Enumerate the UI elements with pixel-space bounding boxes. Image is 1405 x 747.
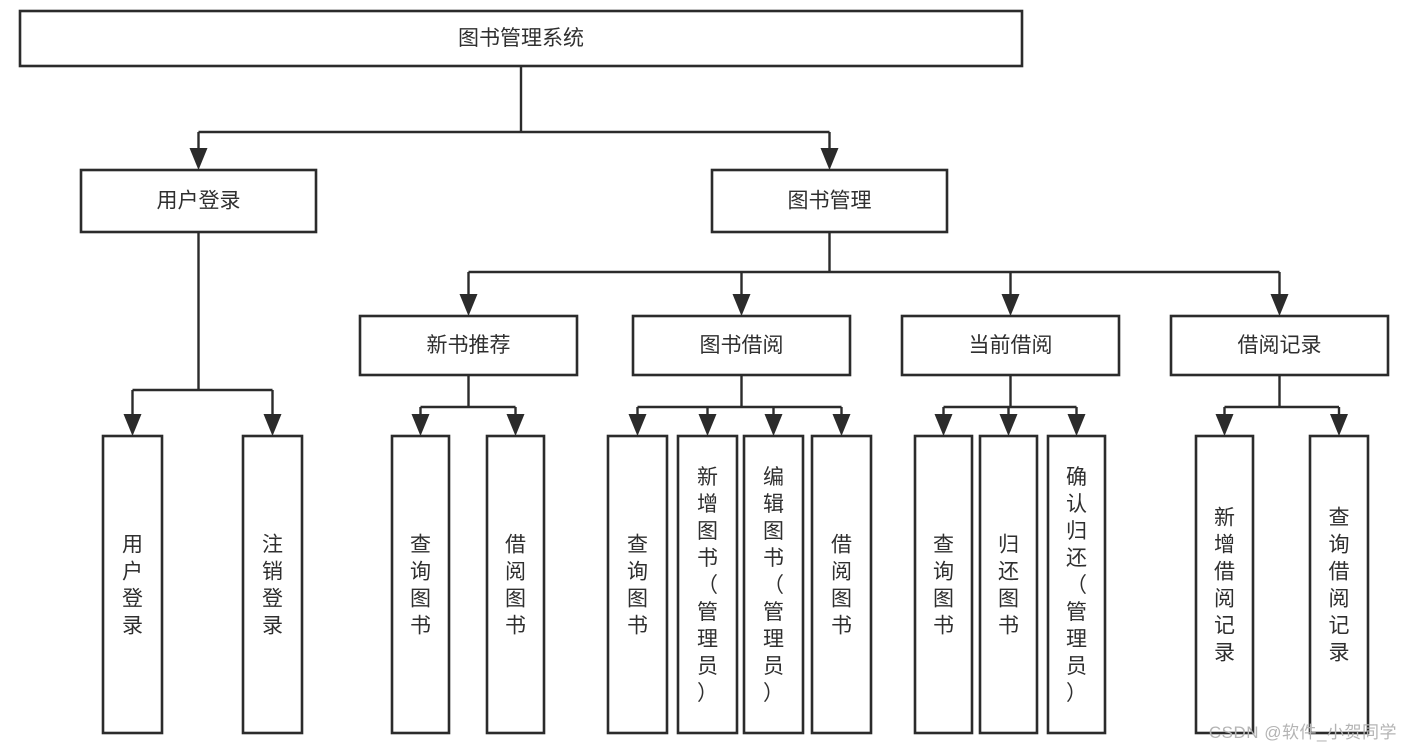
node-box-recommend-query-book [390,434,451,735]
arrow-head-new-book-recommend-1 [506,414,525,436]
node-box-current-borrow [900,314,1121,377]
node-label-book-borrow: 图书借阅 [700,334,784,357]
node-box-user-login [79,168,318,234]
node-user-logout[interactable]: 注销登录 [241,434,304,735]
arrow-head-current-borrow-1 [999,414,1018,436]
node-box-borrow-query-book [606,434,669,735]
node-current-return-book[interactable]: 归还图书 [978,434,1039,735]
node-label-borrow-borrow-book: 借阅图书 [831,534,852,638]
connector-layer [123,66,1348,436]
node-label-record-query: 查询借阅记录 [1329,507,1350,665]
node-user-login[interactable]: 用户登录 [79,168,318,234]
node-label-borrow-add-book: 新增图书（管理员） [697,466,718,705]
arrow-head-current-borrow-0 [934,414,953,436]
node-record-add[interactable]: 新增借阅记录 [1194,434,1255,735]
node-box-borrow-borrow-book [810,434,873,735]
node-label-new-book-recommend: 新书推荐 [427,334,511,357]
node-box-user-logout [241,434,304,735]
node-borrow-add-book[interactable]: 新增图书（管理员） [676,434,739,735]
arrow-head-book-manage-0 [459,294,478,316]
node-box-user-login-do [101,434,164,735]
node-label-current-borrow: 当前借阅 [969,334,1053,357]
node-label-recommend-query-book: 查询图书 [410,534,431,638]
node-book-borrow[interactable]: 图书借阅 [631,314,852,377]
arrow-head-current-borrow-2 [1067,414,1086,436]
node-current-borrow[interactable]: 当前借阅 [900,314,1121,377]
node-current-query-book[interactable]: 查询图书 [913,434,974,735]
node-root[interactable]: 图书管理系统 [18,9,1024,68]
node-box-borrow-add-book [676,434,739,735]
node-user-login-do[interactable]: 用户登录 [101,434,164,735]
watermark-text: CSDN @软件_小贺同学 [1208,723,1397,742]
node-box-record-add [1194,434,1255,735]
node-label-book-manage: 图书管理 [788,190,872,213]
node-new-book-recommend[interactable]: 新书推荐 [358,314,579,377]
node-label-current-query-book: 查询图书 [933,534,954,638]
node-label-recommend-borrow-book: 借阅图书 [505,534,526,638]
node-record-query[interactable]: 查询借阅记录 [1308,434,1370,735]
arrow-head-user-login-1 [263,414,282,436]
node-label-borrow-record: 借阅记录 [1238,334,1322,357]
node-label-root: 图书管理系统 [458,27,584,50]
arrow-head-book-borrow-1 [698,414,717,436]
arrow-head-book-borrow-2 [764,414,783,436]
arrow-head-user-login-0 [123,414,142,436]
node-box-current-query-book [913,434,974,735]
arrow-head-book-borrow-0 [628,414,647,436]
node-box-new-book-recommend [358,314,579,377]
node-label-borrow-query-book: 查询图书 [627,534,648,638]
node-borrow-record[interactable]: 借阅记录 [1169,314,1390,377]
arrow-head-book-manage-1 [732,294,751,316]
node-box-record-query [1308,434,1370,735]
node-borrow-borrow-book[interactable]: 借阅图书 [810,434,873,735]
node-label-borrow-edit-book: 编辑图书（管理员） [763,466,784,705]
node-box-recommend-borrow-book [485,434,546,735]
node-borrow-query-book[interactable]: 查询图书 [606,434,669,735]
node-box-book-borrow [631,314,852,377]
node-recommend-query-book[interactable]: 查询图书 [390,434,451,735]
arrow-head-book-manage-2 [1001,294,1020,316]
node-box-current-return-book [978,434,1039,735]
arrow-head-root-1 [820,148,839,170]
node-borrow-edit-book[interactable]: 编辑图书（管理员） [742,434,805,735]
node-current-confirm-return[interactable]: 确认归还（管理员） [1046,434,1107,735]
arrow-head-root-0 [189,148,208,170]
node-box-current-confirm-return [1046,434,1107,735]
node-box-borrow-record [1169,314,1390,377]
node-box-book-manage [710,168,949,234]
arrow-head-borrow-record-1 [1330,414,1348,436]
node-label-user-login-do: 用户登录 [122,534,143,638]
node-label-user-logout: 注销登录 [262,534,283,638]
node-box-root [18,9,1024,68]
node-label-record-add: 新增借阅记录 [1214,507,1235,665]
node-label-current-confirm-return: 确认归还（管理员） [1066,466,1087,705]
arrow-head-book-borrow-3 [832,414,851,436]
node-label-current-return-book: 归还图书 [998,534,1019,638]
node-label-user-login: 用户登录 [157,190,241,213]
arrow-head-new-book-recommend-0 [411,414,430,436]
node-book-manage[interactable]: 图书管理 [710,168,949,234]
node-box-borrow-edit-book [742,434,805,735]
arrow-head-borrow-record-0 [1215,414,1234,436]
arrow-head-book-manage-3 [1270,294,1289,316]
node-recommend-borrow-book[interactable]: 借阅图书 [485,434,546,735]
node-layer: 图书管理系统用户登录用户登录注销登录图书管理新书推荐查询图书借阅图书图书借阅查询… [18,9,1390,735]
